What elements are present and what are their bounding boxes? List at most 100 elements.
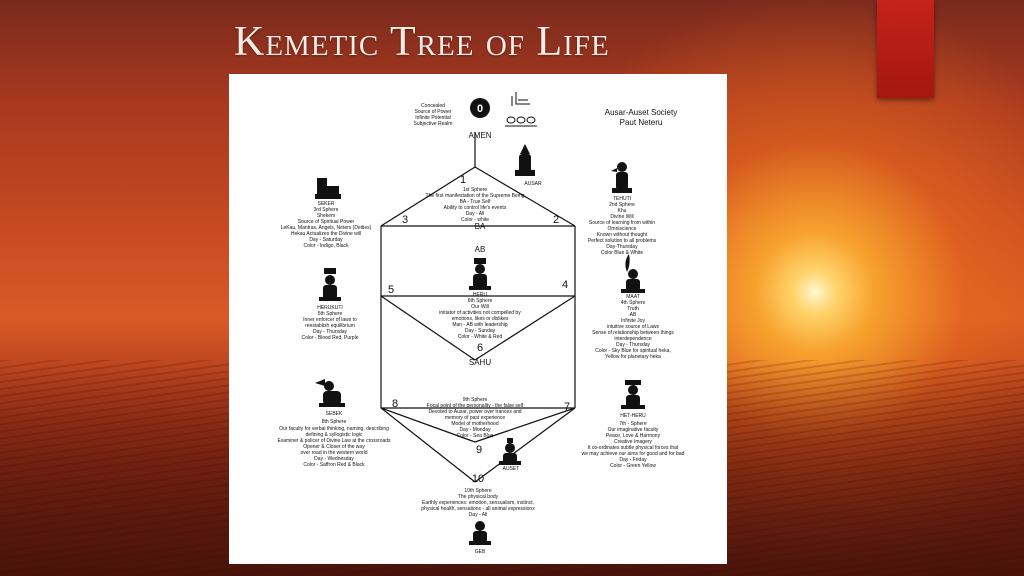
sphere-5-line: Day - Thursday [313,329,348,335]
sphere-8-line: defining & syllogistic logic [306,432,363,438]
sphere-7-line: It co-ordinates subtle physical forces t… [588,445,679,451]
sphere-2-line: Known without thought [597,232,648,238]
sphere-10-line: Day - All [469,512,488,518]
sphere-7-deity: HET-HERU [620,413,646,419]
sphere-2-line: Divine Will [610,214,633,220]
sphere-9-auset: 9 AUSET [476,438,521,472]
sphere-6-ab-label: AB [475,245,486,254]
sphere-4-line: Truth [627,306,639,312]
sphere-8-line: Opener & Closer of the way [303,444,365,450]
sphere-4-line: Sense of relationship between things [592,330,674,336]
sphere-5-line: reestablish equilibrium [305,323,355,329]
sphere-6-line: emotions, likes or dislikes [452,316,509,322]
sphere-6-deity: HERU [473,292,488,298]
sphere-7-line: Creative Imagery [614,439,653,445]
sphere-4-maat: 4 MAAT 4th Sphere Truth AB Infinite Joy … [562,254,674,360]
slide-title: Kemetic Tree of Life [234,19,610,65]
sphere-9-number: 9 [476,444,482,456]
sphere-0-line: Infinite Potential [415,115,451,121]
sphere-9-line: memory of past experience [445,415,506,421]
sphere-6-number: 6 [477,342,483,354]
sphere-0-label: AMEN [468,131,491,140]
sphere-8-number: 8 [392,398,398,410]
sphere-10-line: 10th Sphere [464,488,491,494]
sphere-7-het-heru: 7 HET-HERU 7th - Sphere Our imaginative … [564,380,685,469]
sphere-5-line: 5th Sphere [318,311,343,317]
sphere-4-line: intuitive source of Laws [607,324,659,330]
sphere-4-line: Yellow for planetary heka [605,354,661,360]
sphere-4-line: Infinite Joy [621,318,645,324]
sphere-10-number: 10 [472,473,484,485]
sphere-0-line: Concealed [421,103,445,109]
sphere-6-line: Day - Sunday [465,328,496,334]
geb-figure-icon [469,521,491,545]
sphere-3-line: Shekem [317,213,335,219]
sphere-7-number: 7 [564,401,570,413]
herukuti-figure-icon [319,268,341,301]
sphere-2-line: Color Blue & White [601,250,643,256]
sphere-1-line: Day - All [466,211,485,217]
sphere-6-line: Man - AB with leadership [452,322,508,328]
sphere-3-line: LeKau, Mantras, Angels, Neters (Deities) [281,225,372,231]
sphere-2-line: Source of learning from within [589,220,655,226]
sphere-2-number: 2 [553,214,559,226]
sebek-figure-icon [315,379,345,407]
het-heru-figure-icon [621,380,645,409]
sphere-9-line: Model of motherhood [451,421,498,427]
sphere-6-line: 6th Sphere [468,298,493,304]
sphere-6-line: Color - White & Red [458,334,503,340]
sahu-label: SAHU [469,358,491,367]
sphere-6-line: initiator of activities not compelled by [439,310,521,316]
ausar-figure-icon [515,144,535,176]
sphere-9-line: Focal point of the personality - the fal… [427,403,524,409]
sphere-8-line: over road in the western world [301,450,368,456]
sphere-10-line: The physical body [458,494,499,500]
society-name: Ausar-Auset Society [605,108,677,117]
heru-figure-icon [469,258,491,290]
sphere-7-line: 7th - Sphere [619,421,647,427]
sphere-4-line: Color - Sky Blue for spiritual heka, [595,348,671,354]
sphere-2-line: Khu [618,208,627,214]
sphere-9-line: Devoted to Ausar, power over trances and [428,409,521,415]
sphere-4-line: 4th Sphere [621,300,646,306]
tree-of-life-diagram: 0 AMEN Concealed Source of Power Infinit… [229,74,727,564]
sphere-9-line: Day - Monday [459,427,491,433]
sphere-0-line: Subjective Realm [414,121,453,127]
tehuti-figure-icon [611,162,632,193]
sphere-5-deity: HERUKUTI [317,305,343,311]
sphere-8-sebek: 8 SEBEK 8th Sphere Our faculty for verba… [277,379,398,468]
sphere-4-deity: MAAT [626,294,640,300]
sphere-0-amen: 0 AMEN Concealed Source of Power Infinit… [414,98,492,140]
sphere-8-deity: SEBEK [326,411,343,417]
sphere-8-line: Day - Wednesday [314,456,354,462]
sphere-5-line: Inner enforcer of laws to [303,317,357,323]
society-subtitle: Paut Neteru [620,118,663,127]
sphere-7-line: Color - Green Yellow [610,463,656,469]
sphere-3-seker: 3 SEKER 3rd Sphere Shekem Source of Spir… [281,178,408,249]
tree-structure-lines [380,132,576,483]
sphere-2-line: 2nd Sphere [609,202,635,208]
sphere-2-line: Day-Thursday [606,244,638,250]
sphere-1-number: 1 [460,174,466,186]
sphere-4-number: 4 [562,279,568,291]
sphere-4-line: interdependence [614,336,651,342]
ba-label: BA [475,222,486,231]
sphere-7-line: Peace, Love & Harmony [606,433,661,439]
sphere-1-line: BA - True Self [460,199,491,205]
sphere-7-line: Day - Friday [619,457,647,463]
sphere-2-tehuti: 2 TEHUTI 2nd Sphere Khu Divine Will Sour… [553,162,657,256]
sphere-1-line: Color - white [461,217,489,223]
sphere-0-circle [470,98,490,118]
red-bookmark-ribbon [877,0,934,98]
sphere-1-ausar: 1 AUSAR 1st Sphere The first manifestati… [426,144,542,223]
sphere-0-number: 0 [477,103,483,115]
sphere-1-line: Ability to control life's events [444,205,507,211]
sphere-2-deity: TEHUTI [613,196,631,202]
sphere-3-line: Day - Saturday [309,237,343,243]
sphere-3-line: Hekau Actualizes the Divine will [291,231,361,237]
sphere-9-line: Color - Sea Blue [457,433,494,439]
sphere-0-line: Source of Power [415,109,452,115]
sphere-4-line: Day - Thursday [616,342,651,348]
sphere-10-deity: GEB [475,549,486,555]
maat-figure-icon [621,254,645,293]
